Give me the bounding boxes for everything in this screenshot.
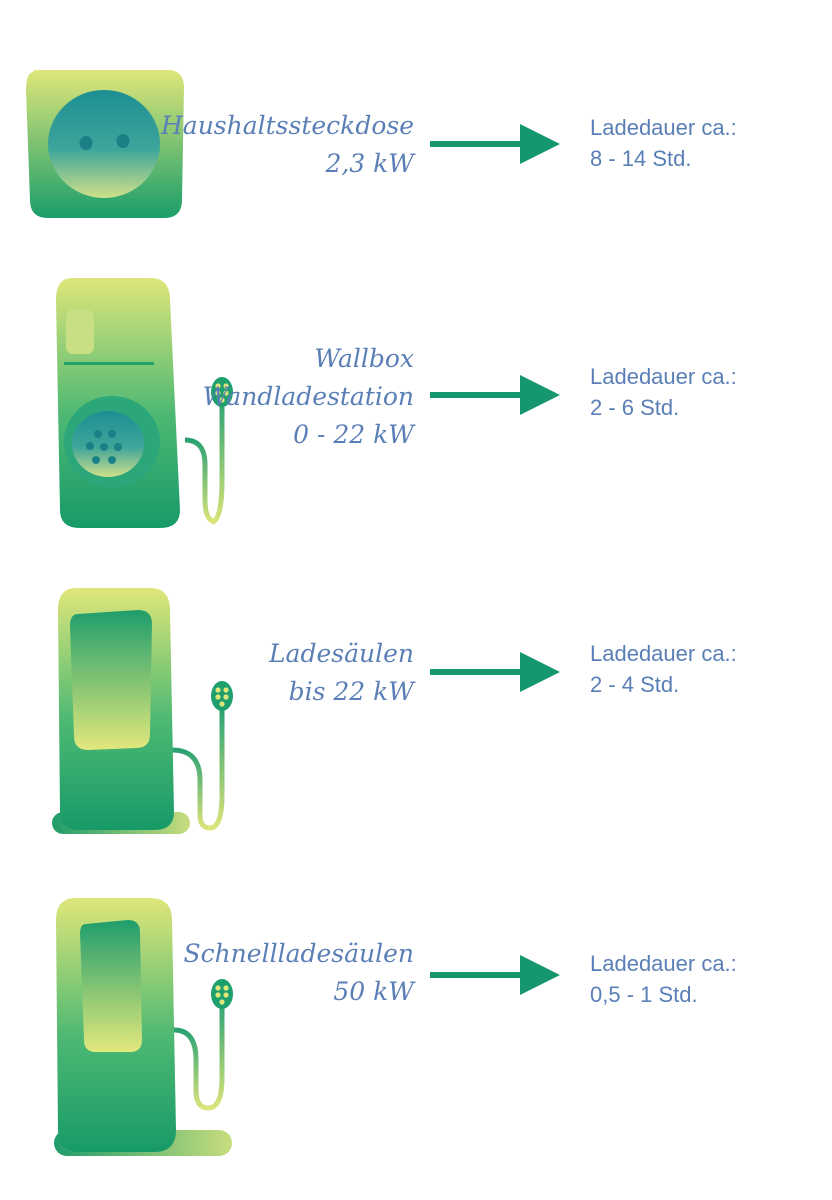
charging-duration: Ladedauer ca.: 2 - 4 Std. [590, 641, 737, 697]
charging-type-label: Haushaltssteckdose 2,3 kW [160, 111, 414, 178]
charging-row-household: Haushaltssteckdose 2,3 kW Ladedauer ca.:… [0, 60, 832, 230]
arrow-right-icon [430, 124, 560, 164]
charging-duration: Ladedauer ca.: 0,5 - 1 Std. [590, 951, 737, 1007]
arrow-right-icon [430, 652, 560, 692]
charging-station-icon [52, 588, 233, 834]
charging-type-label: Ladesäulen bis 22 kW [268, 639, 414, 706]
charging-duration: Ladedauer ca.: 8 - 14 Std. [590, 115, 737, 171]
household-socket-icon [26, 70, 184, 218]
arrow-right-icon [430, 955, 560, 995]
charging-type-label: Wallbox Wandladestation 0 - 22 kW [202, 344, 414, 449]
charging-type-label: Schnellladesäulen 50 kW [183, 939, 414, 1006]
charging-row-wallbox: Wallbox Wandladestation 0 - 22 kW Ladeda… [0, 270, 832, 540]
wallbox-icon [56, 278, 233, 528]
charging-row-charging-station: Ladesäulen bis 22 kW Ladedauer ca.: 2 - … [0, 580, 832, 840]
charging-duration: Ladedauer ca.: 2 - 6 Std. [590, 364, 737, 420]
charging-row-fast-charging: Schnellladesäulen 50 kW Ladedauer ca.: 0… [0, 890, 832, 1170]
arrow-right-icon [430, 375, 560, 415]
fast-charging-station-icon [54, 898, 233, 1156]
